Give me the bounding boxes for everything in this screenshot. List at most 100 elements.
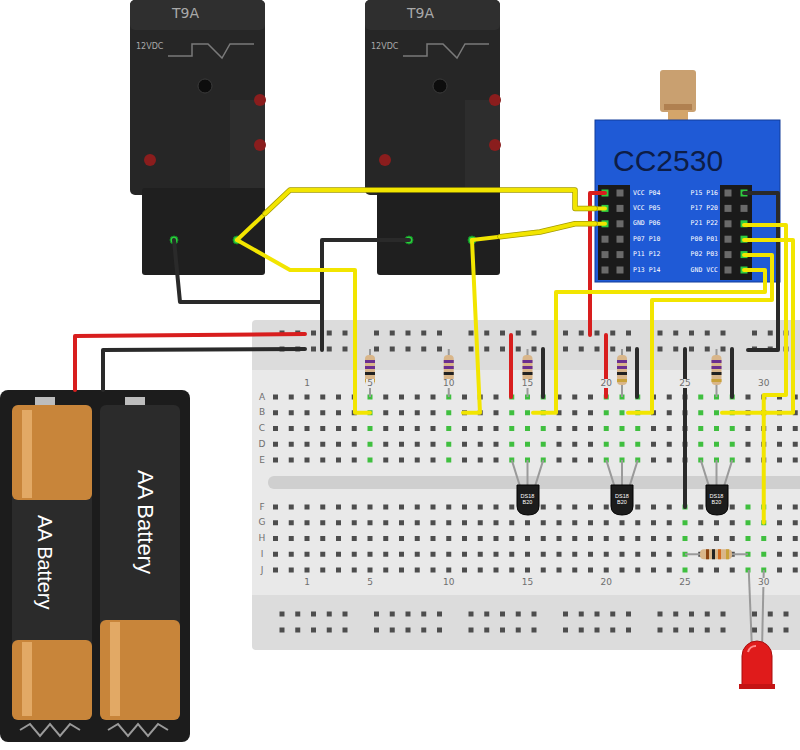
breadboard-hole: [635, 505, 640, 510]
jumper-wire: [541, 349, 545, 397]
breadboard-hole: [588, 442, 593, 447]
resistor-symbol: [712, 366, 722, 369]
breadboard-hole: [320, 395, 325, 400]
breadboard-hole: [273, 331, 798, 633]
resistor-symbol: [523, 349, 533, 397]
jumper-wire: [533, 270, 765, 413]
breadboard-hole: [620, 442, 625, 447]
breadboard-hole: [494, 410, 499, 415]
breadboard-hole: [689, 628, 694, 633]
breadboard-hole: [721, 331, 726, 336]
breadboard-hole: [305, 426, 310, 431]
breadboard-hole: [793, 442, 798, 447]
breadboard-hole: [620, 410, 625, 415]
breadboard-hole: [462, 536, 467, 541]
breadboard-hole: [651, 458, 656, 463]
pin-label: VCC P05: [633, 205, 660, 212]
breadboard-hole: [673, 347, 678, 352]
relay-rating: 12VDC: [371, 43, 398, 51]
breadboard-hole: [462, 458, 467, 463]
resistor-symbol: [712, 549, 715, 559]
jumper-wire: [75, 334, 305, 390]
breadboard-hole: [446, 520, 451, 525]
resistor-symbol: [685, 549, 748, 559]
wire-outline: [265, 190, 595, 214]
breadboard-hole: [626, 347, 631, 352]
pin-label: P21 P22: [691, 220, 718, 227]
breadboard-hole: [698, 410, 703, 415]
breadboard-hole: [777, 505, 782, 510]
breadboard-hole: [431, 458, 436, 463]
breadboard-hole: [705, 612, 710, 617]
breadboard-hole: [289, 520, 294, 525]
breadboard-hole: [516, 628, 521, 633]
breadboard-hole: [415, 410, 420, 415]
breadboard-hole: [509, 410, 514, 415]
breadboard-hole: [421, 612, 426, 617]
jumper-wire: [730, 349, 734, 397]
breadboard-hole: [746, 520, 751, 525]
breadboard-hole: [572, 426, 577, 431]
breadboard-hole: [415, 458, 420, 463]
breadboard-hole: [327, 628, 332, 633]
breadboard-hole: [320, 442, 325, 447]
breadboard-hole: [280, 628, 285, 633]
breadboard-hole: [572, 395, 577, 400]
column-number: 15: [521, 379, 534, 388]
breadboard-hole: [500, 628, 505, 633]
relay-body: [130, 0, 266, 275]
resistor-symbol: [712, 349, 722, 397]
row-letter: I: [260, 550, 265, 559]
breadboard-hole: [516, 612, 521, 617]
zigbee-module-board: [595, 120, 780, 282]
header-pin: [617, 190, 624, 197]
resistor-symbol: [444, 366, 454, 369]
relay-rating: 12VDC: [136, 43, 163, 51]
jumper-wire: [103, 349, 305, 390]
sensor-leg: [716, 460, 718, 488]
breadboard-hole: [320, 410, 325, 415]
resistor-symbol: [617, 360, 627, 363]
sensor-label: DS18 B20: [707, 493, 727, 505]
breadboard-hole: [588, 426, 593, 431]
resistor-symbol: [365, 349, 375, 397]
breadboard-hole: [604, 552, 609, 557]
sensor-body: [706, 485, 728, 515]
breadboard-hole: [431, 442, 436, 447]
breadboard-hole: [431, 568, 436, 573]
breadboard-hole: [273, 458, 278, 463]
breadboard-hole: [289, 426, 294, 431]
breadboard-hole: [500, 612, 505, 617]
breadboard-hole: [509, 505, 514, 510]
header-pin: [725, 220, 732, 227]
breadboard-hole: [714, 442, 719, 447]
breadboard-hole: [557, 552, 562, 557]
breadboard-hole: [446, 410, 451, 415]
breadboard-hole: [509, 552, 514, 557]
breadboard-hole: [383, 410, 388, 415]
breadboard-hole: [516, 331, 521, 336]
sensor-body: [516, 484, 540, 516]
breadboard-hole: [446, 568, 451, 573]
breadboard-hole: [532, 612, 537, 617]
breadboard-hole: [667, 536, 672, 541]
breadboard-hole: [572, 458, 577, 463]
breadboard-hole: [320, 568, 325, 573]
temperature-sensor: DS18 B20: [516, 484, 540, 516]
breadboard-hole: [352, 552, 357, 557]
column-number: 5: [366, 578, 374, 587]
breadboard-hole: [446, 536, 451, 541]
breadboard-hole: [336, 442, 341, 447]
column-number: 10: [442, 578, 455, 587]
breadboard-hole: [478, 536, 483, 541]
jumper-wire: [500, 224, 595, 237]
resistor-symbol: [706, 549, 709, 559]
row-letter: J: [260, 566, 265, 575]
resistor-symbol: [617, 349, 627, 397]
breadboard-hole: [746, 505, 751, 510]
led: [739, 684, 775, 689]
breadboard-hole: [437, 331, 442, 336]
pin-label: GND P06: [633, 220, 660, 227]
breadboard-hole: [635, 520, 640, 525]
resistor-symbol: [523, 372, 533, 375]
